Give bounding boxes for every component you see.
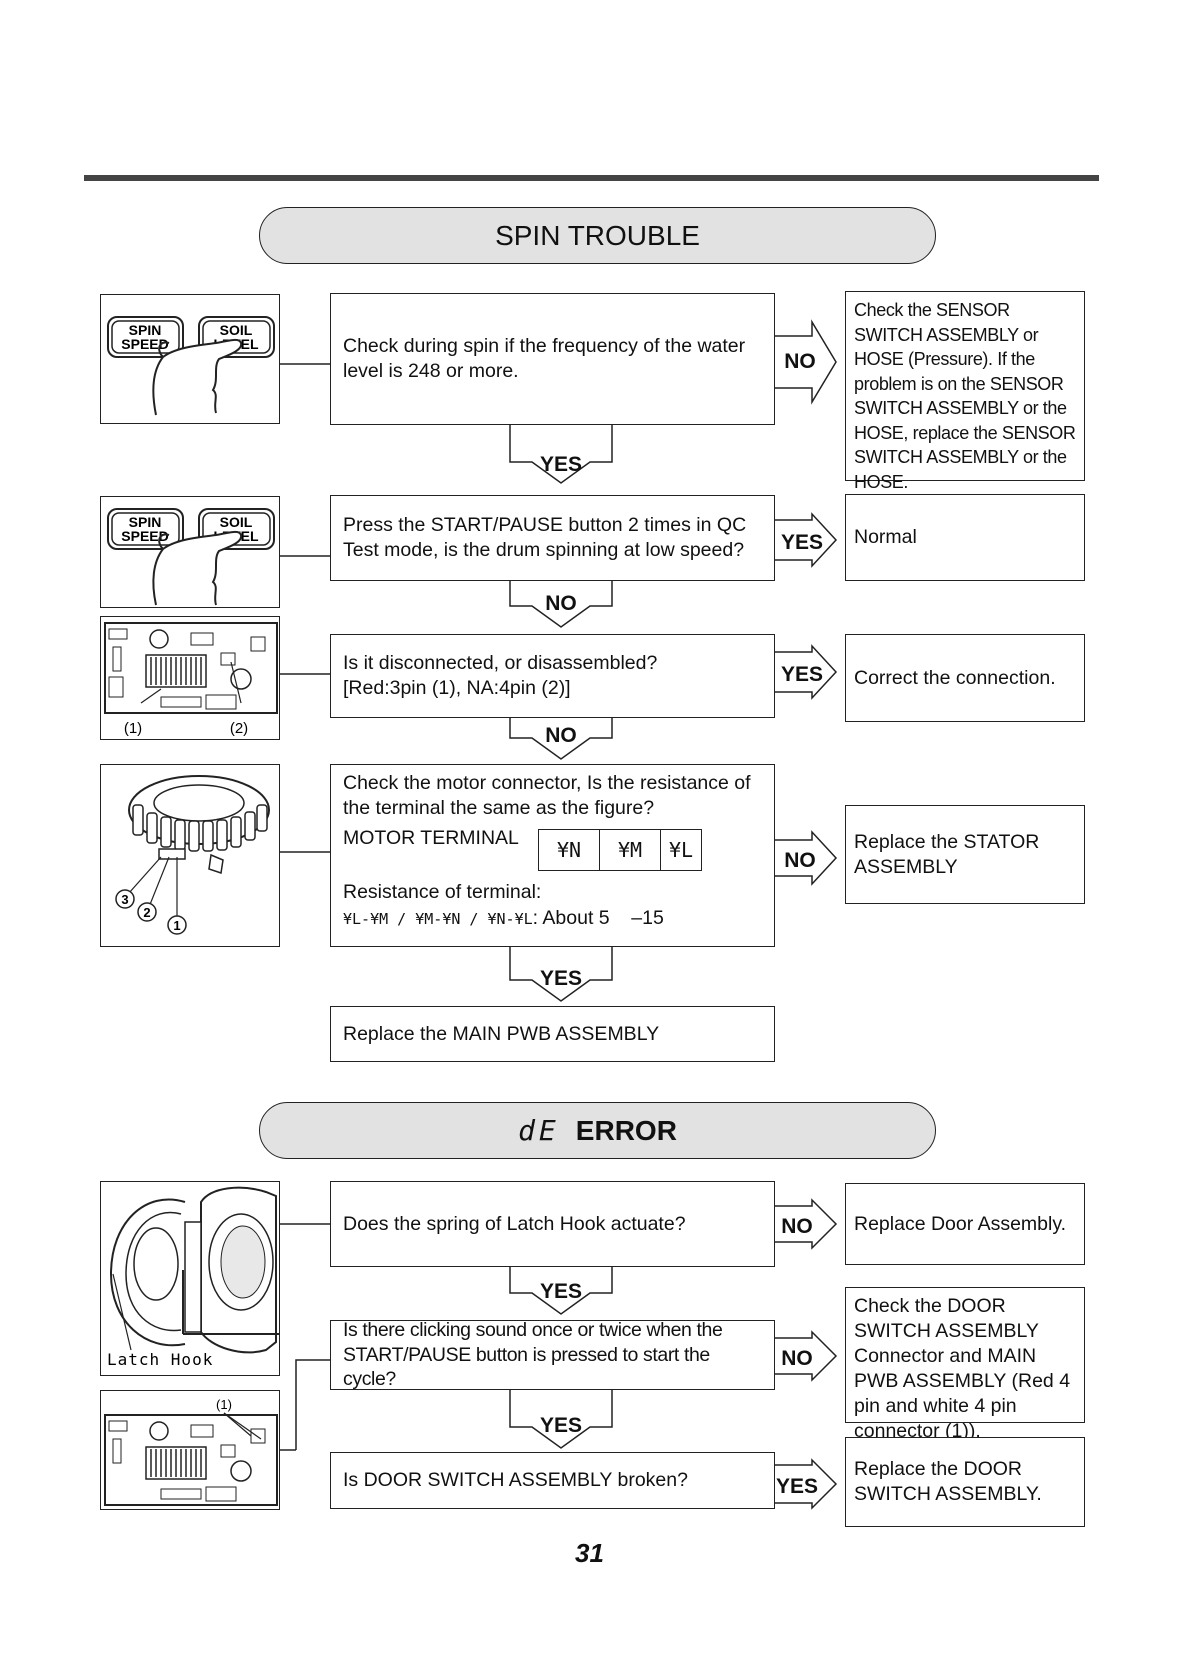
de-q3-text: Is DOOR SWITCH ASSEMBLY broken?: [343, 1469, 688, 1491]
spin-q3-box: Is it disconnected, or disassembled? [Re…: [330, 634, 775, 718]
pcb-board-image: (1) (2): [100, 616, 280, 740]
spin-r2-text: Normal: [854, 526, 917, 548]
de-r1-text: Replace Door Assembly.: [854, 1212, 1067, 1235]
control-panel-image: SPIN SPEED SOIL LEVEL: [100, 294, 280, 424]
motor-terminal-table: ¥N ¥M ¥L: [538, 829, 702, 871]
de-r1-box: Replace Door Assembly.: [845, 1183, 1085, 1265]
resistance-label: Resistance of terminal:: [343, 881, 542, 903]
de-error-banner: dE ERROR: [259, 1102, 936, 1159]
de-r3-text: Replace the DOOR SWITCH ASSEMBLY.: [854, 1458, 1042, 1505]
spin-speed-text: SPIN: [129, 322, 162, 338]
de-error-title: ERROR: [575, 1114, 677, 1146]
de-q1-box: Does the spring of Latch Hook actuate?: [330, 1181, 775, 1267]
spin-no3-label: NO: [545, 724, 577, 747]
svg-text:SPEED: SPEED: [121, 528, 168, 544]
spin-q1-text: Check during spin if the frequency of th…: [343, 335, 746, 382]
spin-r1-box: Check the SENSOR SWITCH ASSEMBLY or HOSE…: [845, 291, 1085, 492]
de-q1-text: Does the spring of Latch Hook actuate?: [343, 1212, 686, 1235]
terminal-l: ¥L: [668, 837, 694, 862]
board-label-1: (1): [124, 720, 142, 737]
de-r3-box: Replace the DOOR SWITCH ASSEMBLY.: [845, 1437, 1085, 1527]
spin-yes4-label: YES: [540, 967, 582, 990]
spin-r4-box: Replace the STATOR ASSEMBLY: [845, 805, 1085, 904]
de-error-code: dE: [518, 1114, 560, 1147]
de-q2-box: Is there clicking sound once or twice wh…: [330, 1319, 775, 1391]
terminal-m: ¥M: [600, 830, 661, 870]
de-yes2-label: YES: [540, 1414, 582, 1437]
svg-text:SPIN: SPIN: [129, 514, 162, 530]
spin-final-text: Replace the MAIN PWB ASSEMBLY: [343, 1022, 660, 1045]
de-yes3-label: YES: [776, 1475, 818, 1498]
de-no1-label: NO: [781, 1215, 813, 1238]
resistance-value: : About 5 –15: [532, 907, 664, 929]
soil-level-text: SOIL: [220, 322, 253, 338]
stator-image: 3 2 1: [100, 764, 280, 947]
spin-r2-box: Normal: [845, 494, 1085, 581]
resistance-line: ¥L-¥M / ¥M-¥N / ¥N-¥L: About 5 –15: [343, 906, 664, 932]
spin-yes3-label: YES: [781, 663, 823, 686]
de-r2-box: Check the DOOR SWITCH ASSEMBLY Connector…: [845, 1287, 1085, 1442]
spin-no1-label: NO: [784, 350, 816, 373]
spin-q4-box: Check the motor connector, Is the resist…: [330, 764, 775, 947]
pcb-board-image-2: (1): [100, 1390, 280, 1510]
board2-label: (1): [216, 1397, 232, 1412]
spin-r4-text: Replace the STATOR ASSEMBLY: [854, 830, 1040, 878]
resistance-pairs: ¥L-¥M / ¥M-¥N / ¥N-¥L: [343, 910, 533, 928]
de-q2-text: Is there clicking sound once or twice wh…: [343, 1319, 723, 1391]
de-no2-label: NO: [781, 1347, 813, 1370]
spin-trouble-banner: SPIN TROUBLE: [259, 207, 936, 264]
latch-hook-label: Latch Hook: [107, 1350, 213, 1369]
spin-no2-label: NO: [545, 592, 577, 615]
control-panel-image-2: SPIN SPEED SOIL LEVEL: [100, 496, 280, 608]
spin-q1-box: Check during spin if the frequency of th…: [330, 293, 775, 425]
de-r2-text: Check the DOOR SWITCH ASSEMBLY Connector…: [854, 1295, 1071, 1442]
spin-trouble-title: SPIN TROUBLE: [495, 219, 700, 251]
spin-yes1-label: YES: [540, 453, 582, 476]
spin-q4-text: Check the motor connector, Is the resist…: [343, 772, 751, 819]
spin-q2-box: Press the START/PAUSE button 2 times in …: [330, 495, 775, 581]
svg-text:SOIL: SOIL: [220, 514, 253, 530]
svg-text:SPEED: SPEED: [121, 336, 168, 352]
spin-q3-line1: Is it disconnected, or disassembled?: [343, 652, 658, 674]
stator-label-2: 2: [143, 905, 150, 920]
spin-r3-text: Correct the connection.: [854, 666, 1056, 689]
de-yes1-label: YES: [540, 1280, 582, 1303]
de-q3-box: Is DOOR SWITCH ASSEMBLY broken?: [330, 1452, 775, 1509]
spin-no4-label: NO: [784, 849, 816, 872]
board-label-2: (2): [230, 720, 248, 737]
spin-yes2-label: YES: [781, 531, 823, 554]
top-rule: [84, 175, 1099, 181]
page-number: 31: [575, 1538, 604, 1568]
door-latch-image: Latch Hook: [100, 1181, 280, 1376]
spin-r3-box: Correct the connection.: [845, 634, 1085, 722]
spin-q3-line2: [Red:3pin (1), NA:4pin (2)]: [343, 677, 571, 699]
spin-final-box: Replace the MAIN PWB ASSEMBLY: [330, 1006, 775, 1062]
terminal-n: ¥N: [539, 830, 600, 870]
stator-label-3: 3: [121, 892, 128, 907]
stator-label-1: 1: [173, 918, 180, 933]
spin-r1-text: Check the SENSOR SWITCH ASSEMBLY or HOSE…: [854, 300, 1076, 492]
motor-terminal-label: MOTOR TERMINAL: [343, 827, 519, 849]
spin-q2-text: Press the START/PAUSE button 2 times in …: [343, 514, 747, 561]
